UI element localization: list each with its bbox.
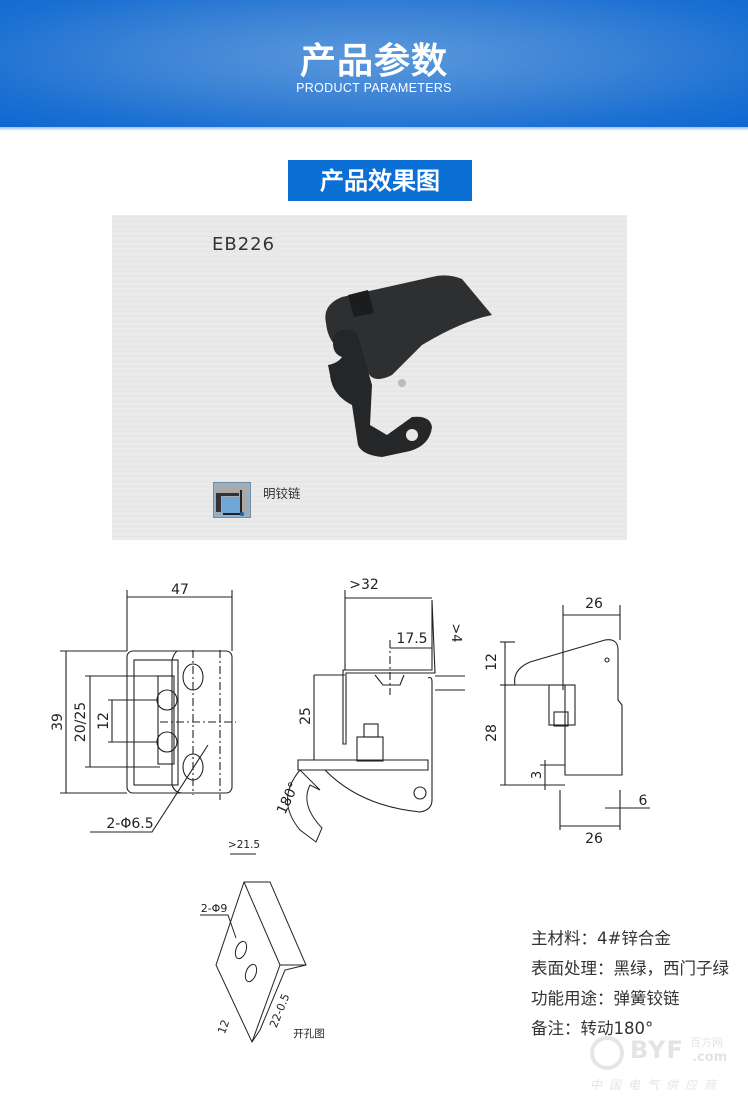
dim-cutout-width: >21.5 xyxy=(228,839,260,851)
header-shadow xyxy=(0,127,748,131)
front-view xyxy=(60,590,236,833)
dim-thickness: >4 xyxy=(448,623,463,642)
dim-cutout-length: 22-0.5 xyxy=(267,992,292,1030)
spec-function: 功能用途：弹簧铰链 xyxy=(531,989,680,1008)
cutout-label: 开孔图 xyxy=(293,1027,325,1040)
dim-screw-pitch: 12 xyxy=(96,712,112,730)
dim-height: 39 xyxy=(50,713,66,731)
product-photo: EB226 明铰链 xyxy=(112,215,627,540)
spec-material: 主材料：4#锌合金 xyxy=(531,929,671,948)
spec-list: 主材料：4#锌合金 表面处理：黑绿，西门子绿 功能用途：弹簧铰链 备注：转动18… xyxy=(531,924,729,1044)
cutout-view xyxy=(200,853,307,1044)
concealed-hinge-icon xyxy=(213,482,251,518)
model-number: EB226 xyxy=(212,234,276,255)
watermark-logo-icon xyxy=(590,1036,624,1070)
rotation-label: 180° xyxy=(274,780,303,817)
dim-side-height: 25 xyxy=(298,707,314,725)
watermark-brand: BYF xyxy=(630,1036,684,1064)
dim-depth: >32 xyxy=(349,577,379,593)
dim-top-width: 26 xyxy=(585,596,603,612)
dim-pitch: 20/25 xyxy=(73,702,89,742)
end-view xyxy=(500,605,650,830)
dim-hole-pitch: 12 xyxy=(215,1018,232,1036)
watermark-tagline: 中国电气供应商 xyxy=(590,1078,724,1092)
product-type-label: 明铰链 xyxy=(263,486,301,501)
spec-finish: 表面处理：黑绿，西门子绿 xyxy=(531,959,729,978)
watermark: BYF 百方网 .com 中国电气供应商 xyxy=(590,1036,740,1096)
watermark-domain: .com xyxy=(692,1050,728,1065)
side-view xyxy=(287,590,465,843)
dim-gap: 3 xyxy=(530,771,545,779)
spec-note: 备注：转动180° xyxy=(531,1019,654,1038)
dim-cutout-holes: 2-Φ9 xyxy=(201,902,228,915)
header-title: 产品参数 xyxy=(299,40,448,82)
section-title: 产品效果图 xyxy=(288,160,472,201)
dim-bottom-width: 26 xyxy=(585,831,603,847)
dim-edge: 6 xyxy=(639,793,648,809)
header-subtitle: PRODUCT PARAMETERS xyxy=(296,81,452,95)
dim-holes: 2-Φ6.5 xyxy=(106,816,153,832)
dim-end-height: 28 xyxy=(484,724,500,742)
dim-offset: 17.5 xyxy=(396,631,427,647)
dim-width: 47 xyxy=(171,582,189,598)
dim-top-height: 12 xyxy=(484,653,500,671)
page-header: 产品参数 PRODUCT PARAMETERS xyxy=(0,0,748,127)
hinge-image xyxy=(325,275,492,457)
watermark-cn: 百方网 xyxy=(690,1036,723,1049)
